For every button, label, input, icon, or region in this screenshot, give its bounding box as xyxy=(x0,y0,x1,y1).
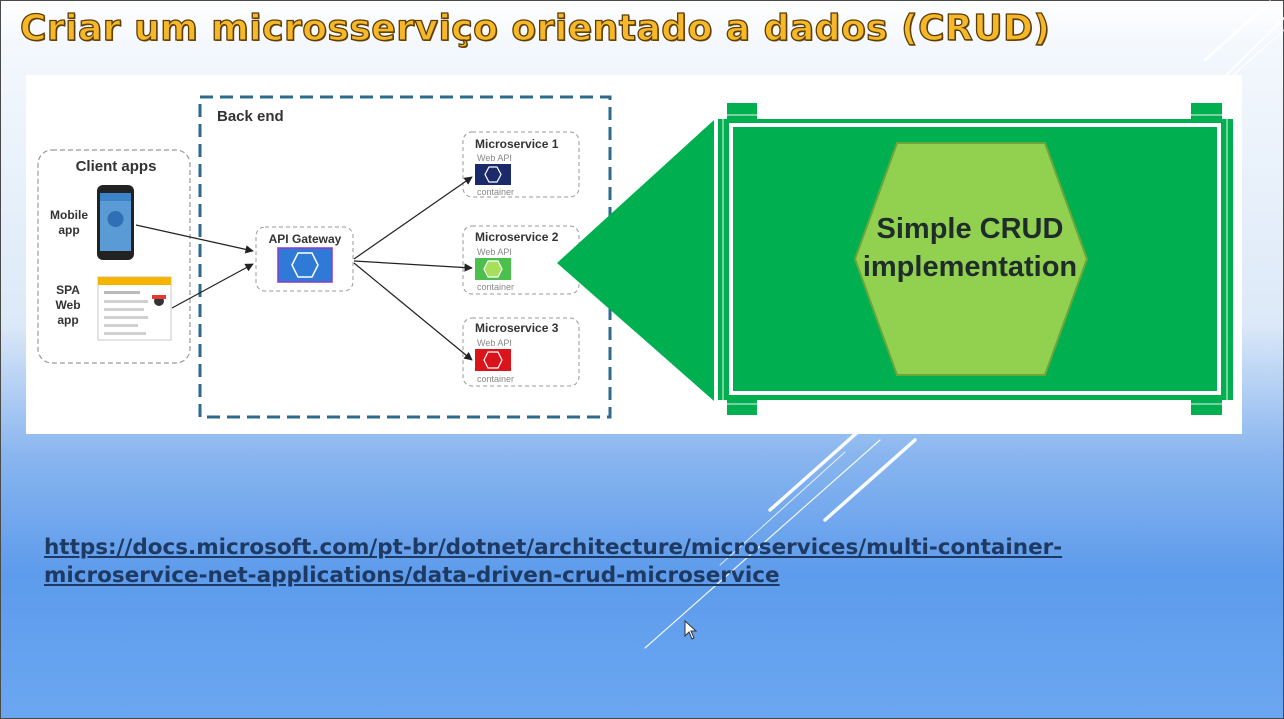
mobile-app-label-line2: app xyxy=(58,223,79,237)
mouse-pointer-icon xyxy=(684,620,698,640)
microservice-1-box xyxy=(462,131,580,198)
browser-window-icon xyxy=(97,276,172,341)
arrow-gateway-to-ms3 xyxy=(353,262,473,361)
backend-label: Back end xyxy=(217,108,284,125)
mobile-phone-icon xyxy=(97,185,134,260)
microservice-3-box xyxy=(462,317,580,387)
spa-app-label-line2: Web xyxy=(55,298,80,312)
arrow-spa-to-gateway xyxy=(171,263,254,309)
microservice-2-icon xyxy=(475,258,511,280)
microservice-2-container: container xyxy=(477,282,514,292)
microservice-2-webapi: Web API xyxy=(477,247,512,257)
microservice-3-container: container xyxy=(477,374,514,384)
arrow-mobile-to-gateway xyxy=(135,224,254,254)
client-apps-label: Client apps xyxy=(76,158,157,175)
microservice-1-container: container xyxy=(477,187,514,197)
zoom-callout-wedge xyxy=(557,120,714,401)
microservice-1-label: Microservice 1 xyxy=(475,137,559,151)
mobile-app-label-line1: Mobile xyxy=(50,208,88,222)
microservice-3-webapi: Web API xyxy=(477,338,512,348)
crud-label-line1: Simple CRUD xyxy=(877,213,1064,245)
slide-title: Criar um microsserviço orientado a dados… xyxy=(19,7,1051,49)
microservice-1-webapi: Web API xyxy=(477,153,512,163)
arrow-gateway-to-ms2 xyxy=(353,260,473,272)
microservice-3-label: Microservice 3 xyxy=(475,321,559,335)
microservice-3-icon xyxy=(475,349,511,371)
crud-microservice-diagram: Client apps Mobile app SPA Web app xyxy=(26,75,1242,434)
microservice-2-box xyxy=(462,225,580,295)
spa-app-label-line1: SPA xyxy=(56,283,80,297)
spa-app-label-line3: app xyxy=(57,313,78,327)
microservice-1-icon xyxy=(475,164,511,185)
crud-label-line2: implementation xyxy=(863,251,1077,283)
arrow-gateway-to-ms1 xyxy=(353,176,473,260)
api-gateway-box xyxy=(255,226,354,292)
api-gateway-icon xyxy=(277,247,333,283)
docs-link[interactable]: https://docs.microsoft.com/pt-br/dotnet/… xyxy=(44,535,1063,588)
crud-hexagon xyxy=(853,142,1089,376)
microservice-2-label: Microservice 2 xyxy=(475,230,559,244)
api-gateway-label: API Gateway xyxy=(269,232,342,246)
